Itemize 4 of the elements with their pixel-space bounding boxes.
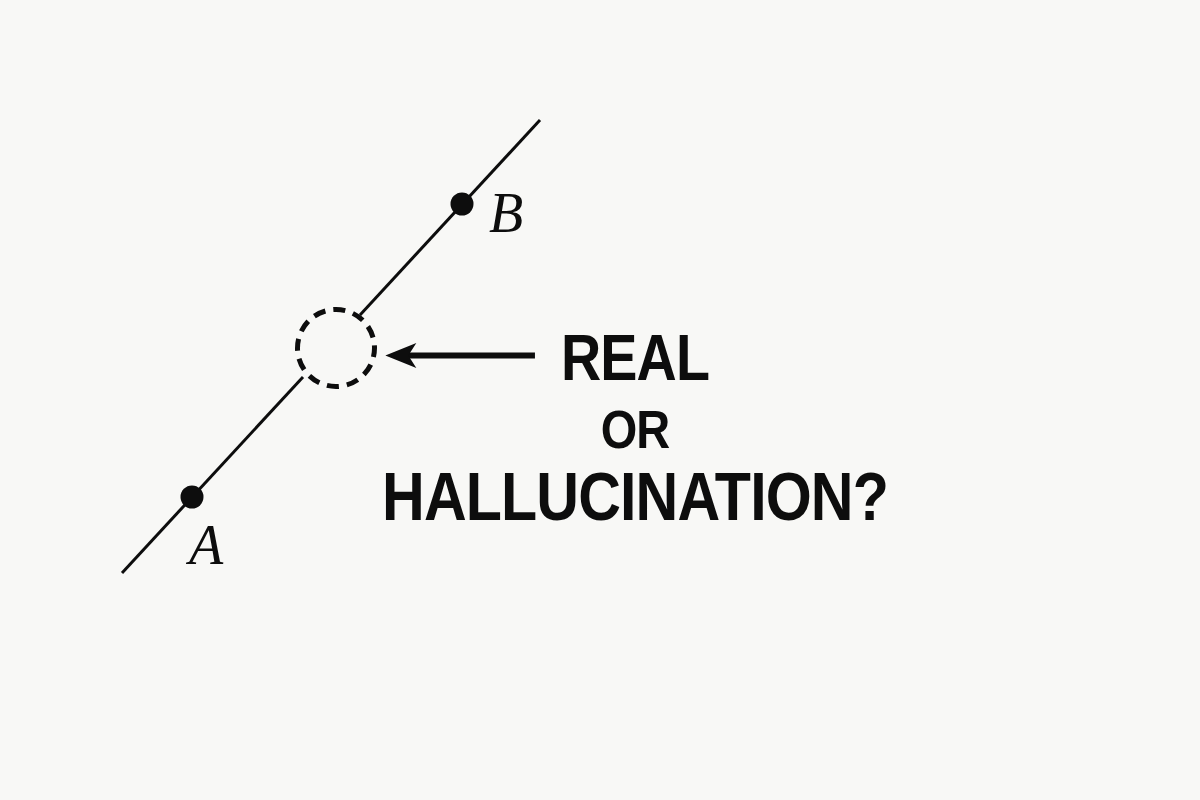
arrow <box>385 342 535 368</box>
point-label: B <box>489 185 524 241</box>
dashed-circle <box>295 307 377 389</box>
question-text: REAL OR HALLUCINATION? <box>378 326 892 530</box>
